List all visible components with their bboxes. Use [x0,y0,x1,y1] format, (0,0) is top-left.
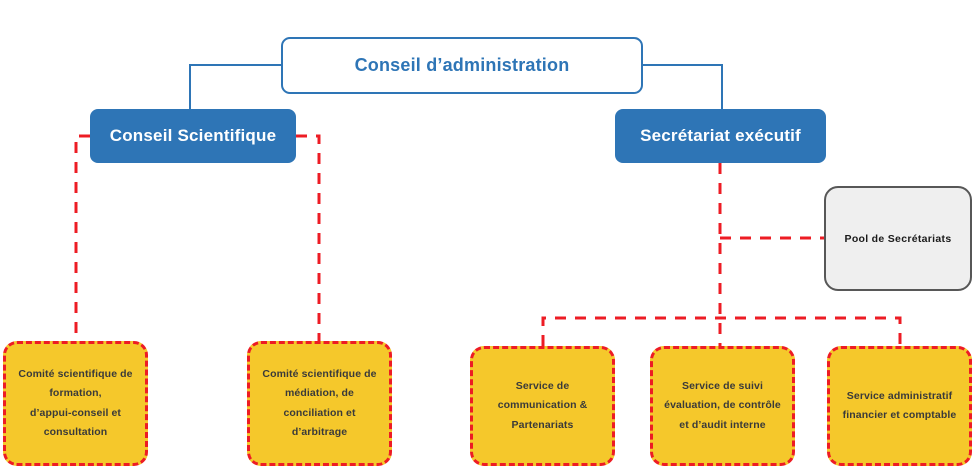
connector-services-bus [541,316,902,346]
node-secretariat-executif[interactable]: Secrétariat exécutif [615,109,826,163]
connector-conseil-to-comite-mediation [296,134,321,341]
node-comite-scientifique-mediation-label: Comité scientifique de médiation, de con… [262,367,377,438]
connector-root-to-conseil-scientifique [189,64,281,110]
node-comite-scientifique-formation[interactable]: Comité scientifique de formation, d’appu… [3,341,148,466]
node-conseil-scientifique-label: Conseil Scientifique [109,126,277,145]
node-comite-scientifique-formation-label: Comité scientifique de formation, d’appu… [18,367,133,438]
connector-root-to-secretariat-executif [643,64,723,110]
node-service-communication[interactable]: Service de communication & Partenariats [470,346,615,466]
node-conseil-scientifique[interactable]: Conseil Scientifique [90,109,296,163]
node-comite-scientifique-mediation[interactable]: Comité scientifique de médiation, de con… [247,341,392,466]
node-pool-secretariats-label: Pool de Secrétariats [844,232,952,245]
node-service-administratif-label: Service administratif financier et compt… [842,389,957,421]
node-service-suivi-evaluation-label: Service de suivi évaluation, de contrôle… [664,379,781,431]
node-service-communication-label: Service de communication & Partenariats [497,379,588,431]
node-service-administratif[interactable]: Service administratif financier et compt… [827,346,972,466]
connector-conseil-to-comite-formation [74,134,90,341]
node-secretariat-executif-label: Secrétariat exécutif [640,126,801,145]
node-conseil-administration[interactable]: Conseil d’administration [281,37,643,94]
node-pool-secretariats[interactable]: Pool de Secrétariats [824,186,972,291]
node-service-suivi-evaluation[interactable]: Service de suivi évaluation, de contrôle… [650,346,795,466]
node-conseil-administration-label: Conseil d’administration [354,55,570,75]
